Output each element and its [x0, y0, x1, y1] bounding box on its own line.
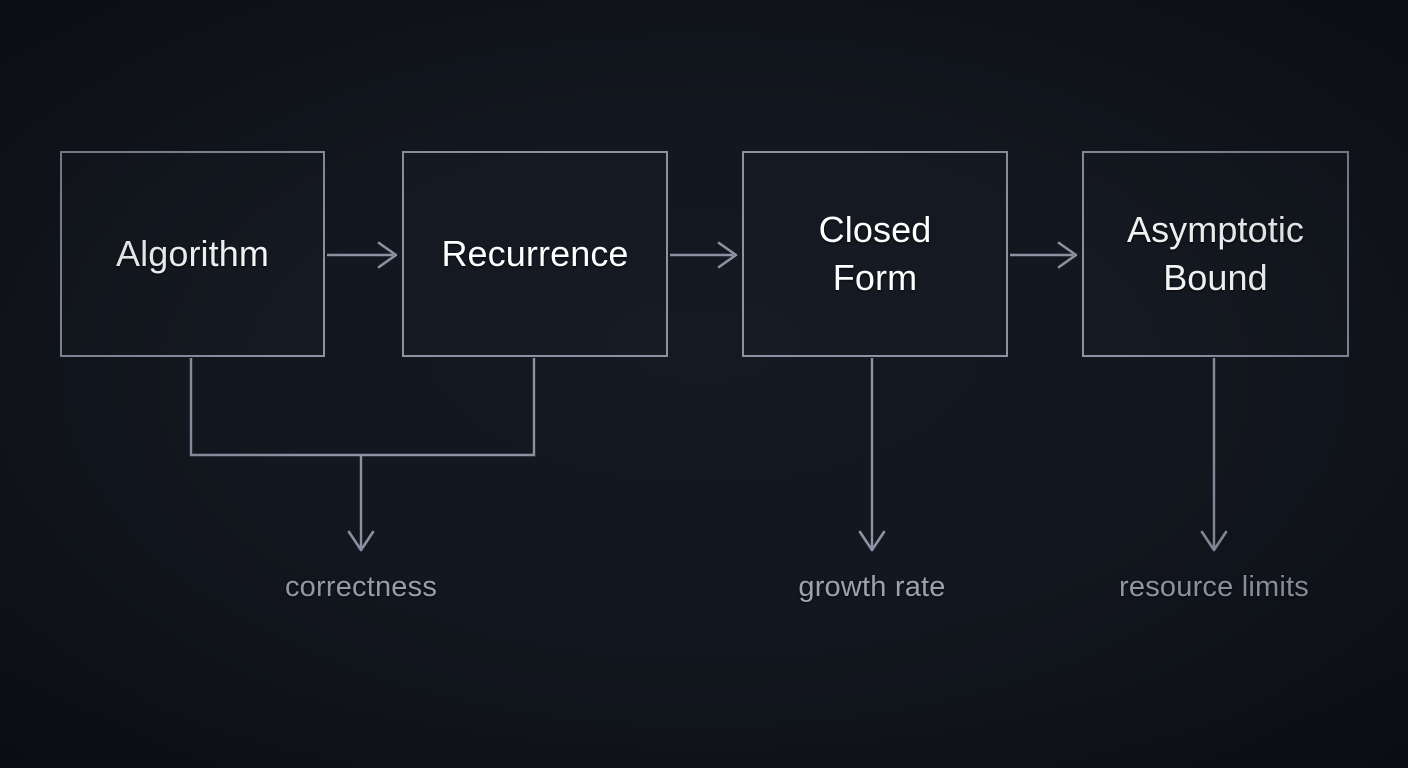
edge-algorithm-to-recurrence: [327, 241, 398, 269]
edge-asymptotic-to-resource-limits: [1200, 358, 1228, 552]
edge-recurrence-to-closedform: [670, 241, 738, 269]
node-algorithm-label: Algorithm: [116, 232, 269, 274]
output-label-correctness: correctness: [284, 571, 438, 603]
edge-bracket-to-correctness: [189, 358, 536, 552]
node-closed-form-label: Closed Form: [818, 208, 932, 298]
node-closed-form[interactable]: Closed Form: [742, 151, 1008, 357]
node-algorithm[interactable]: Algorithm: [60, 151, 325, 357]
output-label-growth-rate: growth rate: [798, 571, 946, 603]
edge-closedform-to-growth-rate: [858, 358, 886, 552]
node-recurrence[interactable]: Recurrence: [402, 151, 668, 357]
edge-closedform-to-asymptotic: [1010, 241, 1078, 269]
node-recurrence-label: Recurrence: [441, 232, 629, 274]
output-label-resource-limits: resource limits: [1119, 571, 1309, 603]
node-asymptotic-bound[interactable]: Asymptotic Bound: [1082, 151, 1349, 357]
node-asymptotic-bound-label: Asymptotic Bound: [1126, 208, 1305, 298]
